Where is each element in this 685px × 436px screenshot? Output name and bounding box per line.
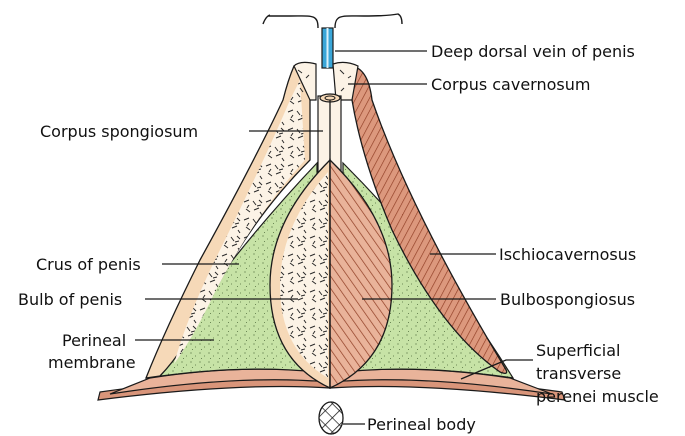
label-deep-dorsal-vein: Deep dorsal vein of penis (431, 42, 635, 61)
label-corpus-cavernosum: Corpus cavernosum (431, 75, 590, 94)
label-superficial-transverse-2: transverse (536, 364, 621, 383)
label-superficial-transverse-1: Superficial (536, 341, 620, 360)
label-perineal-membrane-1: Perineal (62, 331, 126, 350)
glans-outline (263, 14, 402, 28)
label-superficial-transverse-3: perenei muscle (536, 387, 659, 406)
label-crus-of-penis: Crus of penis (36, 255, 141, 274)
label-bulb-of-penis: Bulb of penis (18, 290, 122, 309)
label-ischiocavernosus: Ischiocavernosus (499, 245, 636, 264)
label-corpus-spongiosum: Corpus spongiosum (40, 122, 198, 141)
perineal-body (319, 402, 343, 434)
label-perineal-membrane-2: membrane (48, 353, 136, 372)
label-bulbospongiosus: Bulbospongiosus (500, 290, 635, 309)
label-perineal-body: Perineal body (367, 415, 476, 434)
